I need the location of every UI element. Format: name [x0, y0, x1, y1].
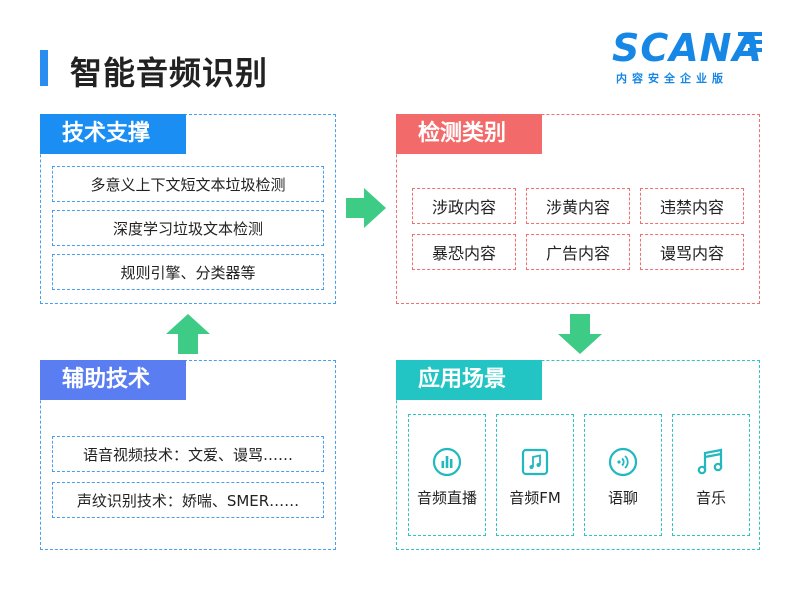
scana-logo: SCANA 内容安全企业版	[612, 26, 764, 86]
tech-support-panel	[40, 114, 336, 304]
detection-chip: 暴恐内容	[412, 234, 516, 270]
music-note-icon	[521, 448, 549, 476]
aux-tech-item: 声纹识别技术：娇喘、SMER……	[52, 482, 324, 518]
detection-header: 检测类别	[396, 114, 542, 154]
scenario-card: 语聊	[584, 414, 662, 536]
arrow-right-icon	[346, 188, 386, 228]
scenario-card: 音频FM	[496, 414, 574, 536]
arrow-down-icon	[558, 314, 602, 354]
tech-support-item: 深度学习垃圾文本检测	[52, 210, 324, 246]
scenarios-header: 应用场景	[396, 360, 542, 400]
arrow-up-icon	[166, 314, 210, 354]
title-accent-bar	[40, 50, 48, 86]
tech-support-item: 规则引擎、分类器等	[52, 254, 324, 290]
sound-wave-icon	[608, 447, 638, 477]
scenario-label: 音频直播	[416, 489, 477, 507]
detection-chip: 谩骂内容	[640, 234, 744, 270]
detection-chip: 违禁内容	[640, 188, 744, 224]
detection-chip: 涉黄内容	[526, 188, 630, 224]
scenario-card: 音频直播	[408, 414, 486, 536]
double-note-icon	[697, 448, 723, 475]
bar-chart-icon	[432, 447, 462, 477]
detection-chip: 广告内容	[526, 234, 630, 270]
detection-chip: 涉政内容	[412, 188, 516, 224]
scenarios-panel	[396, 360, 760, 550]
tech-support-item: 多意义上下文短文本垃圾检测	[52, 166, 324, 202]
aux-tech-header: 辅助技术	[40, 360, 186, 400]
scenario-label: 音频FM	[509, 489, 561, 507]
scenario-card: 音乐	[672, 414, 750, 536]
aux-tech-item: 语音视频技术：文爱、谩骂……	[52, 436, 324, 472]
logo-text: SCANA	[612, 26, 763, 70]
logo-subtitle: 内容安全企业版	[616, 72, 728, 85]
aux-tech-panel	[40, 360, 336, 550]
page-title: 智能音频识别	[70, 54, 269, 92]
detection-panel	[396, 114, 760, 304]
scenario-label: 音乐	[695, 489, 726, 507]
tech-support-header: 技术支撑	[40, 114, 186, 154]
logo-stripes-icon	[738, 32, 762, 52]
scenario-label: 语聊	[607, 489, 638, 507]
